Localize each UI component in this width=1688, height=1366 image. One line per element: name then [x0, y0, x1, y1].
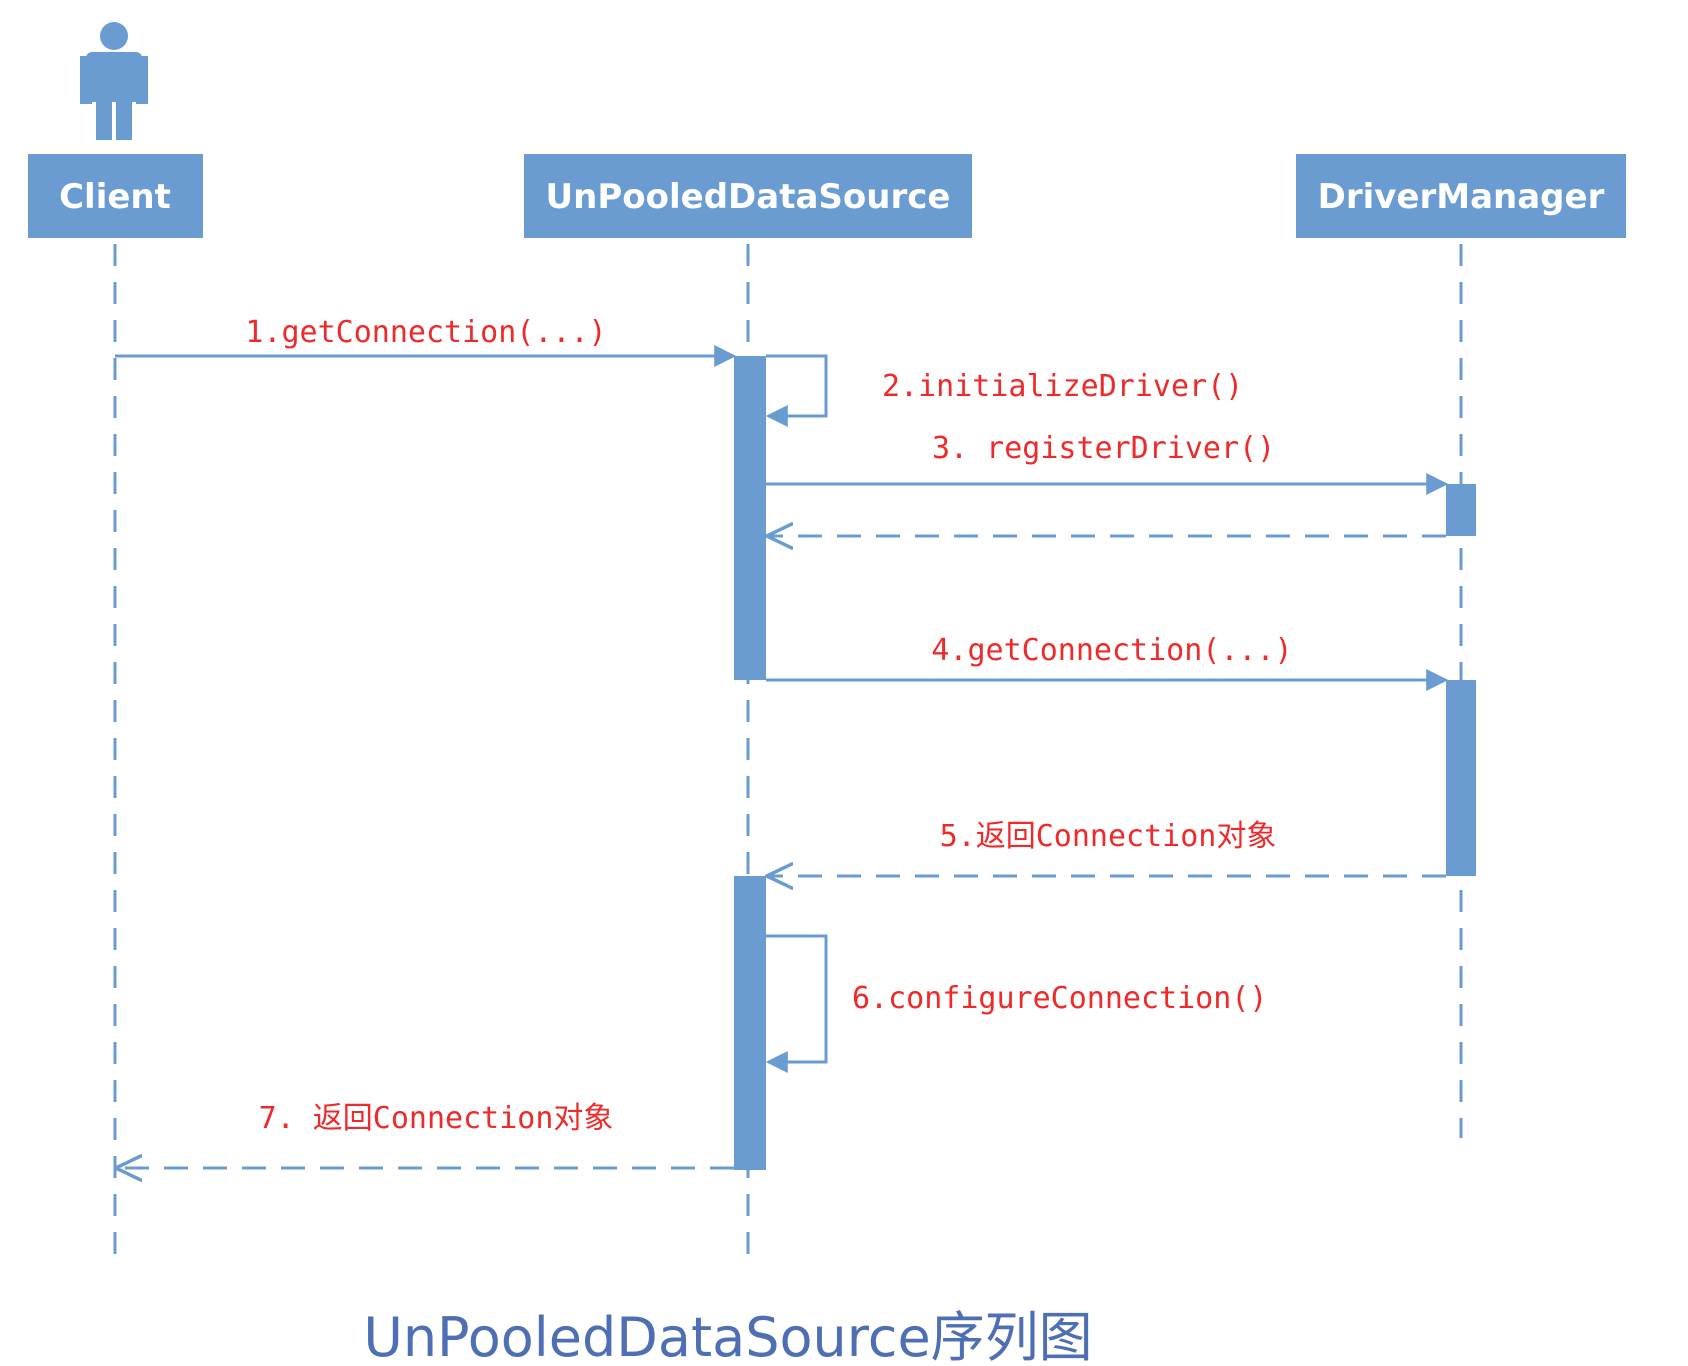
- diagram-title: UnPooledDataSource序列图: [363, 1306, 1092, 1366]
- message-6-label: 6.configureConnection(): [852, 981, 1267, 1016]
- participant-client: Client: [28, 154, 203, 238]
- participant-datasource-label: UnPooledDataSource: [546, 177, 951, 217]
- message-2-label: 2.initializeDriver(): [882, 369, 1243, 404]
- participant-unpooled-datasource: UnPooledDataSource: [524, 154, 972, 238]
- message-5-label: 5.返回Connection对象: [940, 819, 1277, 854]
- driver-manager-activation-1: [1446, 484, 1476, 536]
- participant-client-label: Client: [59, 177, 171, 217]
- message-1-label: 1.getConnection(...): [245, 315, 606, 350]
- participant-driver-manager: DriverManager: [1296, 154, 1626, 238]
- person-icon: [80, 22, 148, 140]
- message-6-arrow: [765, 934, 828, 1073]
- message-4-label: 4.getConnection(...): [931, 633, 1292, 668]
- driver-manager-activation-2: [1446, 680, 1476, 876]
- message-3-label: 3. registerDriver(): [932, 431, 1275, 466]
- datasource-activation-2: [734, 876, 766, 1170]
- participant-driver-manager-label: DriverManager: [1318, 177, 1605, 217]
- message-2-arrow: [765, 354, 828, 427]
- message-7-label: 7. 返回Connection对象: [259, 1101, 614, 1136]
- datasource-activation-1: [734, 356, 766, 680]
